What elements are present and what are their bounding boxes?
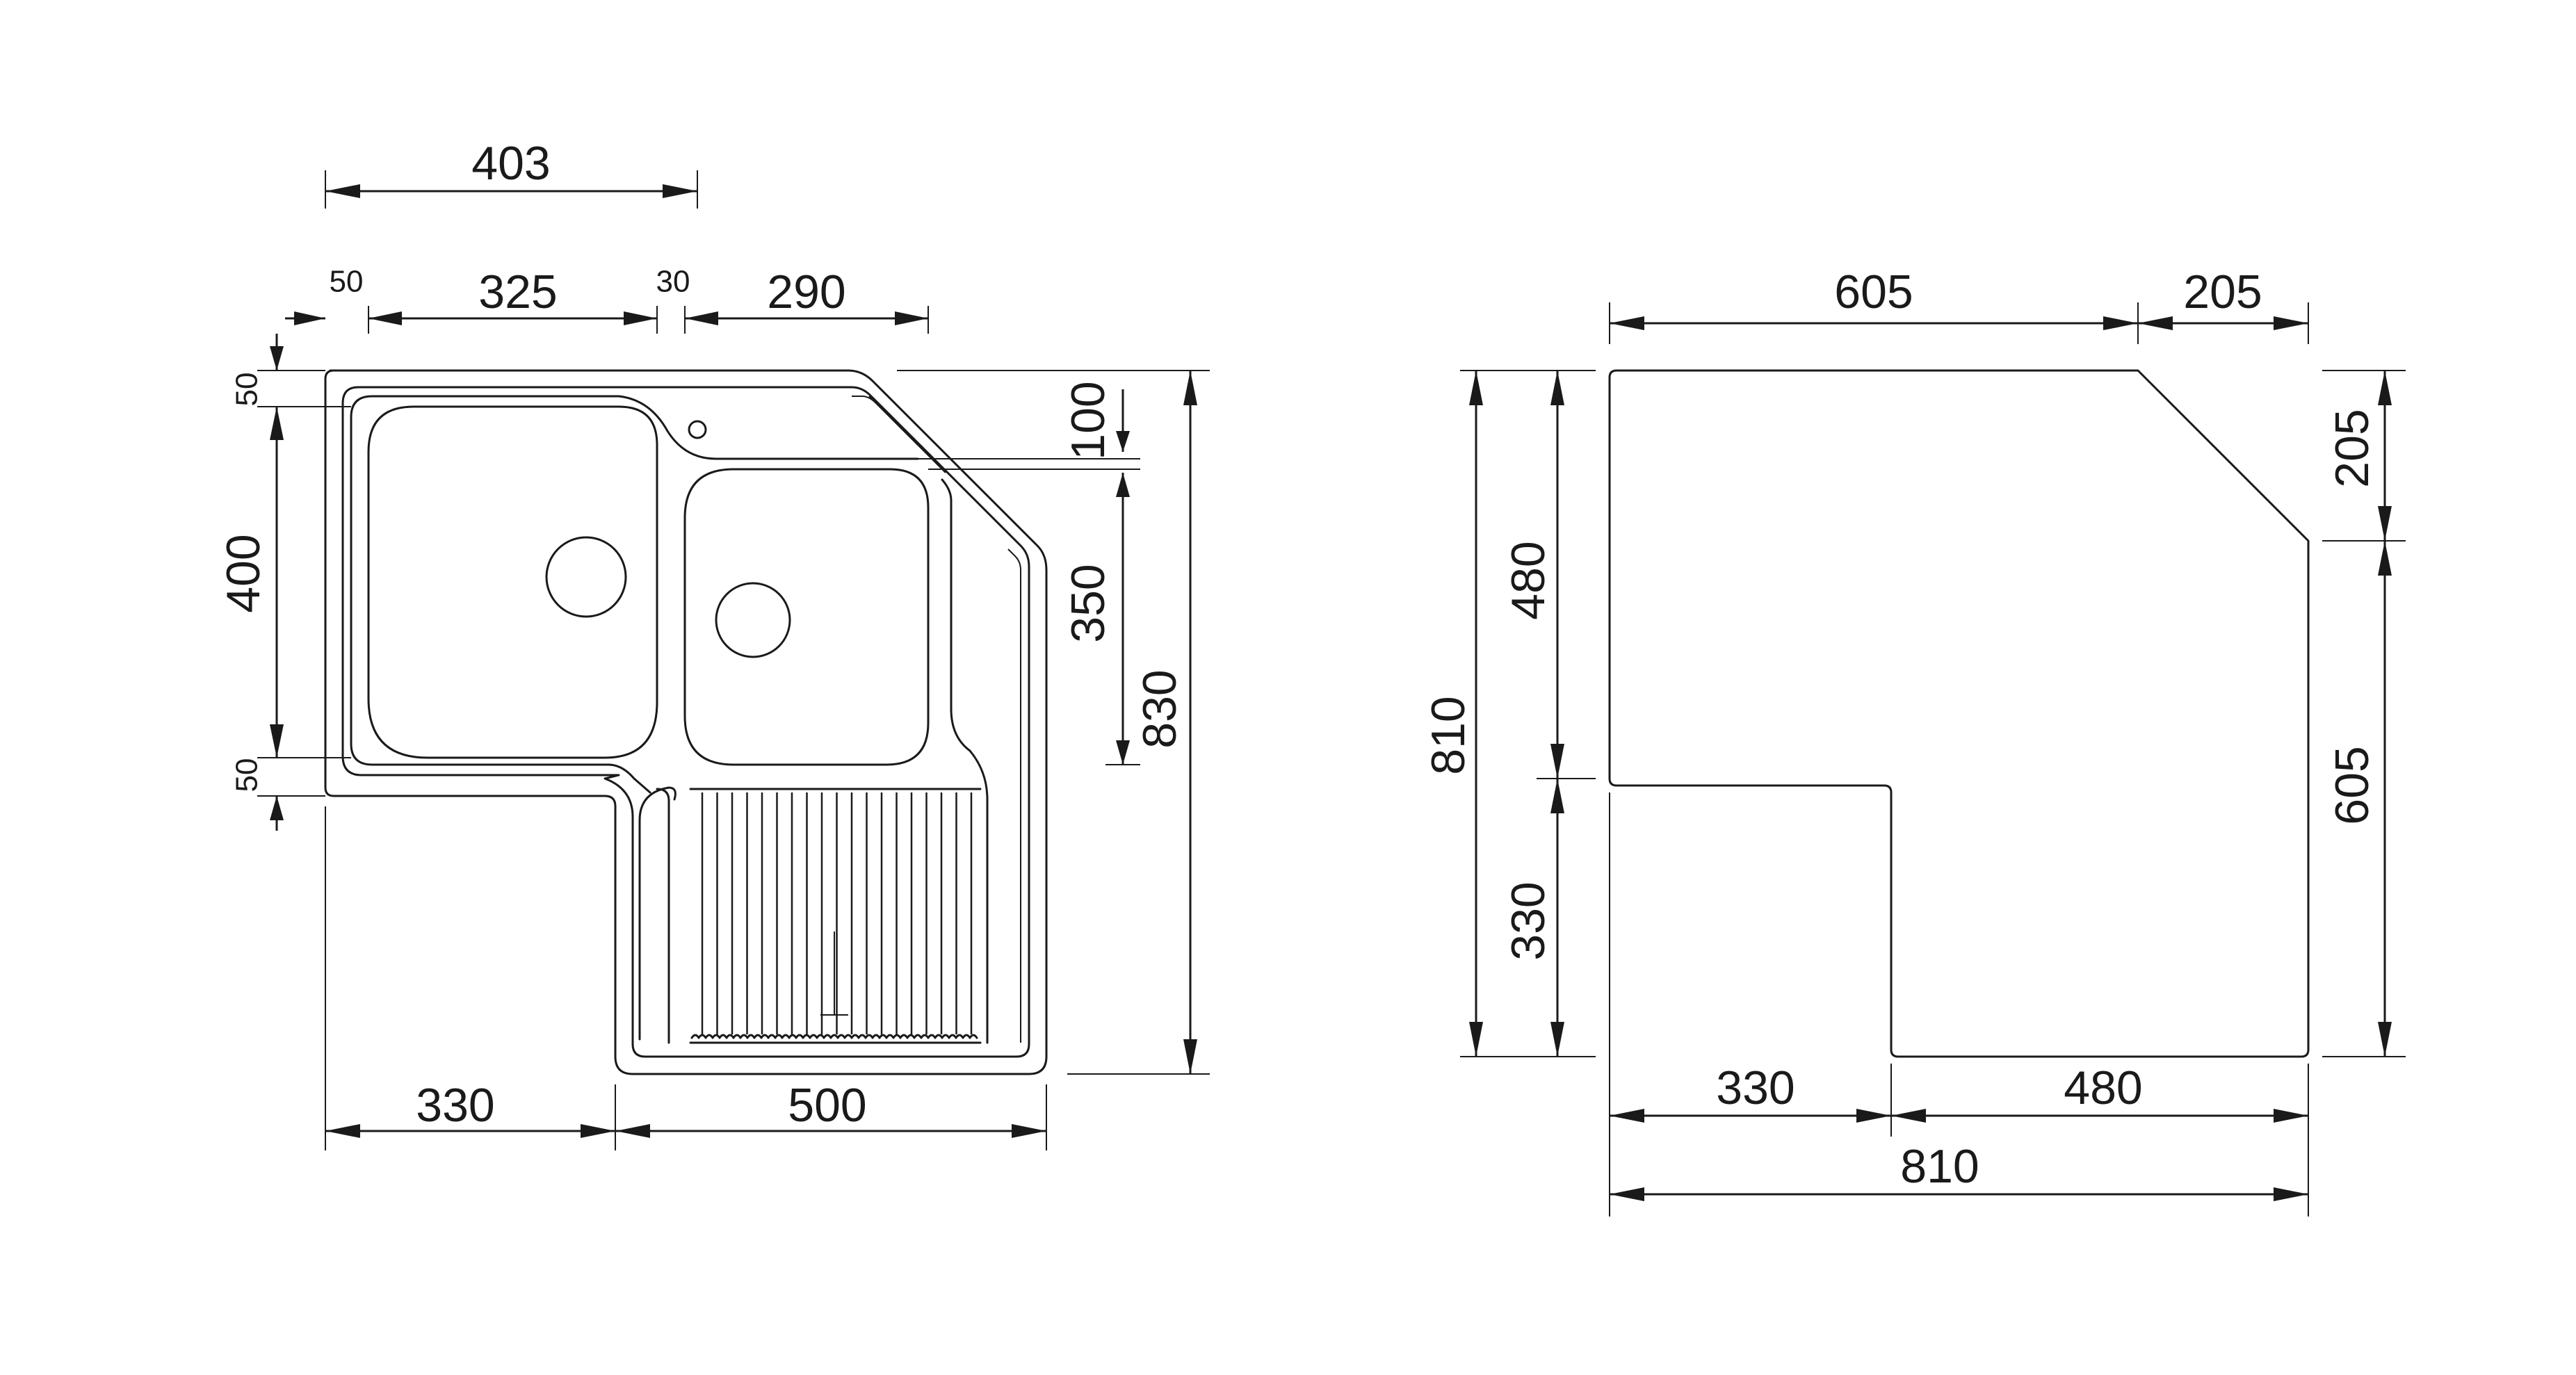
large-bowl-drain [545,536,627,618]
large-bowl [367,405,658,759]
tap-hole [688,420,707,439]
dim-50-left: 50 [330,265,364,299]
sink-inner-rim [341,386,1030,1058]
small-bowl [683,468,930,766]
dim-205-top: 205 [2183,266,2262,318]
dim-350: 350 [1062,564,1115,642]
drainer-board [656,788,670,1044]
dim-50-top: 50 [230,373,264,407]
cutout-dimensions: 605 205 205 605 810 480 330 [1422,266,2406,1217]
dim-605-right: 605 [2326,746,2379,824]
drainer-ribs [701,792,973,1034]
sink-plan-view [324,369,1048,1075]
dim-205-right: 205 [2326,409,2379,487]
drainer-left-ridge [638,786,677,1041]
drainer-bottom-scallop [690,1034,978,1039]
dim-605-top: 605 [1834,266,1913,318]
sink-outer-outline [324,369,1048,1075]
drainer-side-edge [1007,548,1021,1043]
dim-400: 400 [217,534,270,612]
inner-diagonal-edge [868,396,946,473]
cutout-outline [1608,369,2310,1058]
small-bowl-drain [715,582,791,658]
dim-290: 290 [767,266,845,318]
dim-500: 500 [788,1079,866,1132]
dim-30: 30 [656,265,690,299]
dim-50-bottom: 50 [230,758,264,792]
drainer-right-edge [941,478,989,1044]
dim-330-left-lower: 330 [1502,881,1555,960]
sink-dimensions: 403 50 325 30 290 50 400 50 [217,137,1210,1150]
dim-330-left: 330 [416,1079,494,1132]
large-bowl-surround [350,395,651,794]
dim-330-bottom: 330 [1716,1061,1795,1114]
tap-deck-edge-inner [852,396,918,446]
dim-480-bottom: 480 [2064,1061,2142,1114]
cutout-template-view [1608,369,2310,1058]
tap-deck-edge [617,395,919,460]
dim-100: 100 [1062,381,1115,459]
dim-810-left: 810 [1422,696,1475,774]
dim-325: 325 [478,266,557,318]
dim-403: 403 [471,137,550,190]
dim-480-left: 480 [1502,541,1555,619]
dim-830: 830 [1133,669,1186,748]
dim-810-bottom: 810 [1900,1140,1979,1193]
